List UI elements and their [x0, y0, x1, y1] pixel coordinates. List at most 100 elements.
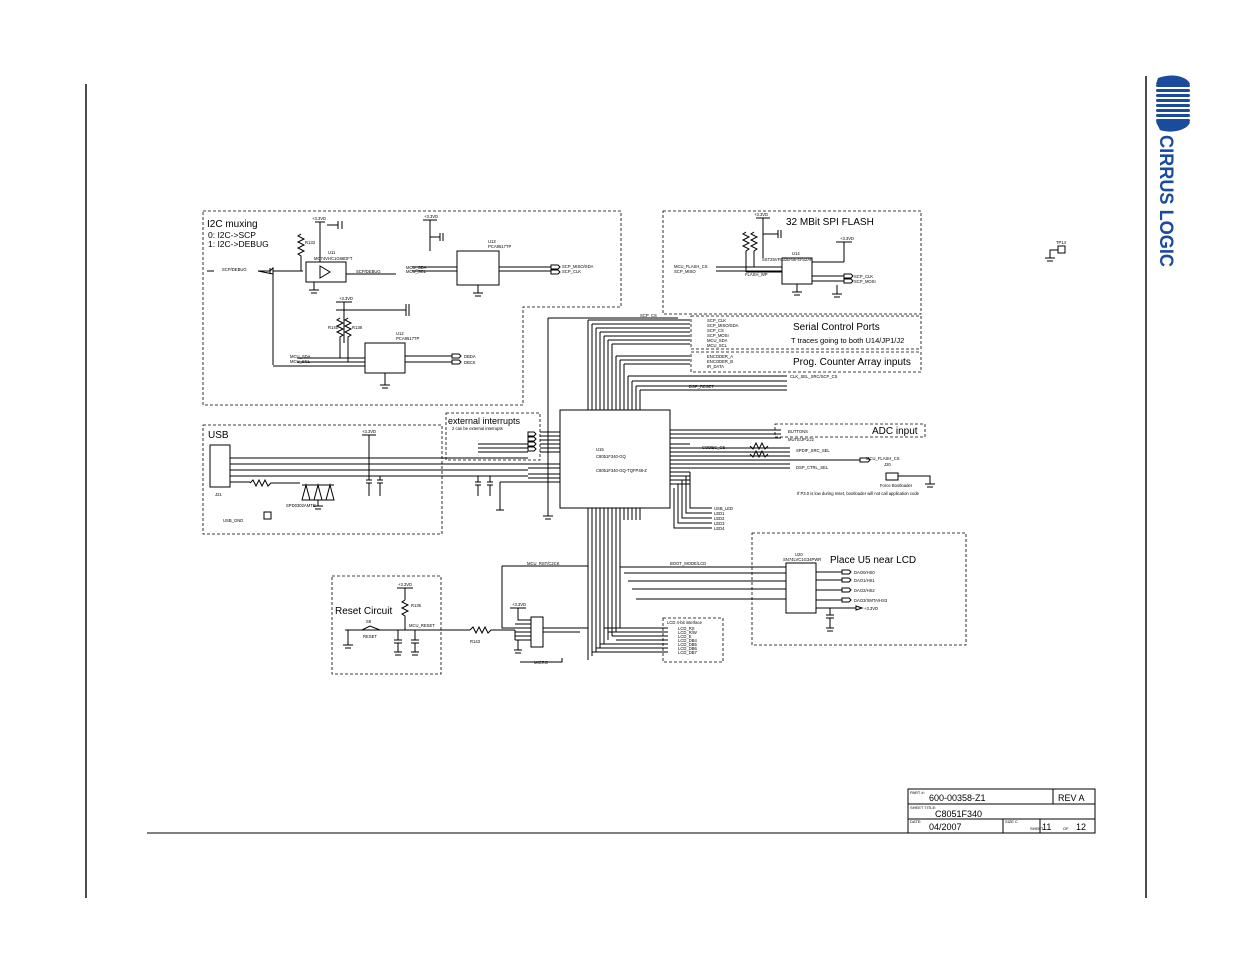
net-dao3: DAO3/XMTA/HS3: [854, 598, 888, 603]
usb-gnd-label: USB_GND: [223, 518, 243, 523]
u13-ref: U13: [488, 239, 496, 244]
tb-sheet-title: C8051F340: [935, 809, 982, 819]
pca-net-a: ENCODER_A: [707, 354, 733, 359]
tb-date-label: DATE:: [910, 819, 921, 824]
ext-title: external interrupts: [448, 416, 521, 426]
debug-header: +3.3VD MCU_RST/C2CK MICRO: [501, 561, 588, 665]
adc-title: ADC input: [872, 426, 918, 437]
u13-chip: [456, 250, 500, 286]
spi-flash-block: 32 MBit SPI FLASH U14 SST25VF032B-66-4I-…: [662, 210, 922, 315]
net-dao2: DAO2/HS2: [854, 588, 875, 593]
external-interrupts-block: external interrupts 2 can be external in…: [445, 412, 541, 461]
cirrus-logic-wordmark: CIRRUS LOGIC: [1155, 135, 1176, 267]
net-mcu-sda: MCU_SDA: [406, 265, 427, 270]
lcd-line-3: LCD_DB4: [678, 638, 698, 643]
net-clk-sel: CLK_SEL_SRC/SCP_CS: [790, 374, 838, 379]
lcd-line-4: LCD_DB5: [678, 642, 698, 647]
u12-pn: PCA9517TP: [396, 336, 419, 341]
reset-circuit-block: Reset Circuit +3.3VD R135 S8 RESET MCU_R…: [331, 575, 515, 675]
net-mute: MUTE/JP1/J2: [788, 437, 814, 442]
tb-of-label: OF: [1063, 826, 1069, 831]
r133-ref: R133: [305, 240, 316, 245]
tb-sheet-label: SHEET: [1030, 826, 1044, 831]
net-dbck: DBCK: [464, 360, 476, 365]
scp-title: Serial Control Ports: [793, 322, 880, 333]
net-scp-debug: SCP/DEBUG: [222, 267, 247, 272]
i2c-muxing-block: I2C muxing 0: I2C->SCP 1: I2C->DEBUG SCP…: [202, 210, 622, 406]
scp-net-4: SCP_MOSI: [707, 333, 729, 338]
p3-note: If P3.0 is low during reset, bootloader …: [797, 491, 920, 496]
lcd-line-6: LCD_DB7: [678, 650, 698, 655]
i2c-mode0: 0: I2C->SCP: [208, 230, 256, 240]
j21-pn: SPD0302AMTG: [286, 503, 316, 508]
net-dsp-ctrl: DSP_CTRL_SEL: [796, 465, 829, 470]
net-mcu-scl-2: MCU_SCL: [290, 359, 311, 364]
net-usb-led: USB_LED: [714, 506, 733, 511]
usb-vcc: +3.3VD: [362, 429, 376, 434]
u15-mcu: U15 C8051F340-GQ C8051F340-GQ-TQFP48-Z: [528, 409, 690, 660]
cirrus-logic-logo: CIRRUS LOGIC: [1155, 75, 1190, 267]
lcd-line-2: LCD_E: [678, 634, 692, 639]
net-dao1: DAO1/HS1: [854, 578, 875, 583]
lcd-line-5: LCD_DB6: [678, 646, 698, 651]
mcu-gnd-symbol: [543, 512, 553, 520]
scp-note: T traces going to both U14/JP1/J2: [791, 336, 904, 345]
net-mcu-flash-cs: MCU_FLASH_CS: [674, 264, 708, 269]
net-scp-mosi: SCP_MOSI: [854, 279, 876, 284]
title-block: PART #: 600-00358-Z1 REV A SHEET TITLE: …: [907, 788, 1096, 834]
u15-pn2: C8051F340-GQ-TQFP48-Z: [596, 468, 647, 473]
net-flash-wp: FLASH_WP: [745, 272, 768, 277]
adc-input-block: ADC input BUTTONS MUTE/JP1/J2 CODEC_CS S…: [678, 423, 935, 496]
u11-ref: U11: [328, 250, 336, 255]
tb-size: SIZE C: [1005, 819, 1018, 824]
led-lines: USB_LED LED1 LED2 LED3 LED4: [673, 472, 733, 531]
u13-pn: PCA9517TP: [488, 244, 511, 249]
scp-net-2: SCP_MISO/SDA: [707, 323, 739, 328]
u20-vcc: +3.3VD: [864, 606, 878, 611]
u14-pn: SST25VF032B-66-4I-S2AF: [762, 257, 813, 262]
mcu-top-bus: DSP_RESET CLK_SEL_SRC/SCP_CS SCP_CS: [547, 313, 838, 512]
serial-control-block: Serial Control Ports T traces going to b…: [690, 315, 922, 350]
tb-part-label: PART #:: [910, 790, 925, 795]
ext-note: 2 can be external interrupts: [452, 426, 503, 431]
scp-net-5: MCU_SDA: [707, 338, 728, 343]
u12-vcc: +3.3VD: [339, 296, 353, 301]
sw-ref: S8: [366, 619, 372, 624]
u15-ref: U15: [596, 447, 604, 452]
tb-part: 600-00358-Z1: [929, 793, 986, 803]
lcd-title: Place U5 near LCD: [830, 555, 916, 566]
pca-net-b: ENCODER_B: [707, 359, 733, 364]
net-scp-miso: SCP_MISO: [674, 269, 696, 274]
i2c-mode1: 1: I2C->DEBUG: [208, 239, 269, 249]
u11-pn: MC74VHC1G66DFT: [314, 256, 353, 261]
u12-ref: U12: [396, 331, 404, 336]
reset-btn-label: RESET: [363, 634, 377, 639]
net-dsp-reset: DSP_RESET: [689, 384, 714, 389]
net-mcu-rst: MCU_RST/C2CK: [527, 561, 560, 566]
pca-title: Prog. Counter Array inputs: [793, 357, 911, 368]
u14-ref: U14: [792, 251, 800, 256]
net-dbda: DBDA: [464, 354, 476, 359]
debug-vcc: +3.3VD: [512, 602, 526, 607]
reset-title: Reset Circuit: [335, 606, 392, 617]
net-mcu-sda-2: MCU_SDA: [290, 354, 311, 359]
lcd-bus-title: LCD 4-bit interface: [667, 620, 703, 625]
u13-vcc: +3.3VD: [424, 214, 438, 219]
j20-desc: Force Bootloader: [880, 483, 913, 488]
reset-vcc: +3.3VD: [398, 582, 412, 587]
r135-ref: R135: [411, 603, 422, 608]
usb-block: USB J21 +3.3VD SPD0302AMTG USB_GND: [202, 424, 528, 535]
net-scp-miso-sda: SCP_MISO/SDA: [562, 264, 594, 269]
net-scp-clk-2: SCP_CLK: [854, 274, 873, 279]
net-scp-debug-2: SCP/DEBUG: [356, 269, 381, 274]
net-boot-mode: BOOT_MODE/LCD: [670, 561, 706, 566]
u20-chip: [785, 562, 817, 614]
r145-ref: R145: [328, 325, 339, 330]
tp14-ref: TP14: [1056, 240, 1067, 245]
net-led4: LED4: [714, 526, 725, 531]
j21-ref: J21: [215, 492, 222, 497]
net-mcu-scl: MCU_SCL: [406, 269, 427, 274]
u12-chip: [364, 342, 406, 374]
usb-title: USB: [208, 430, 229, 441]
lcd-buffer-block: Place U5 near LCD U20 SN74LVC1G34PWR BOO…: [620, 532, 967, 646]
